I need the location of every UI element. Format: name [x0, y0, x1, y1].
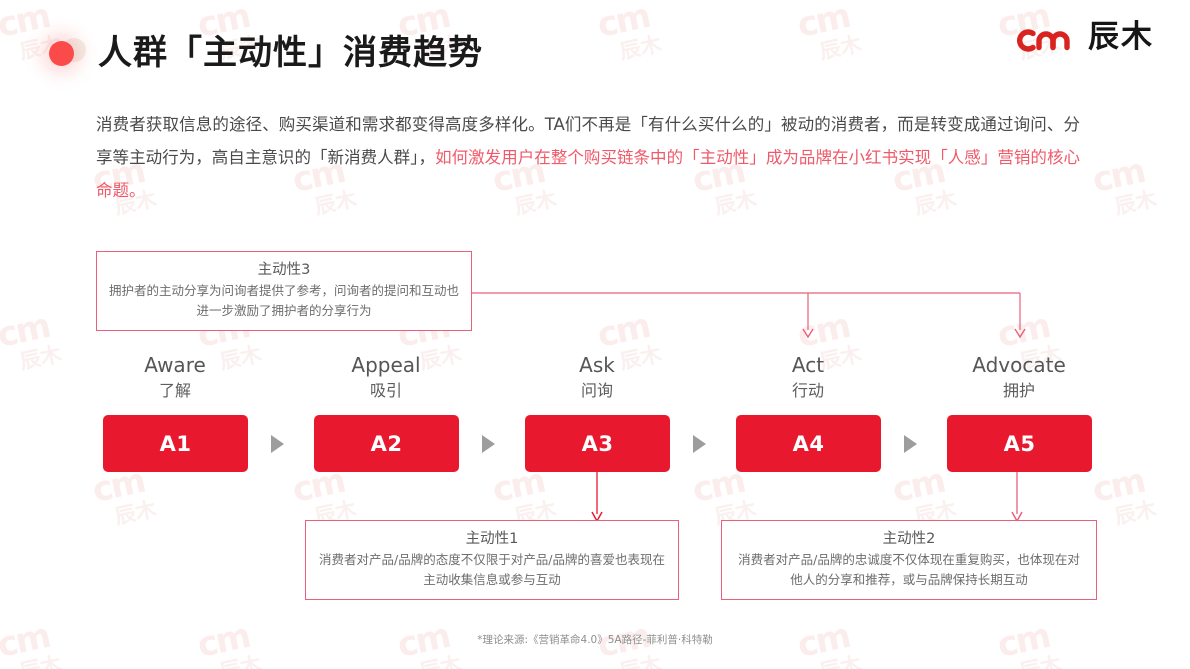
stage-box-a2[interactable]: A2: [314, 415, 459, 472]
triangle-right-icon: [693, 435, 706, 453]
cm-logo-icon: [1017, 28, 1070, 52]
stage-label-cn: 了解: [158, 381, 191, 400]
callout-box-2: 主动性2 消费者对产品/品牌的忠诚度不仅体现在重复购买，也体现在对他人的分享和推…: [721, 520, 1097, 600]
stage-label-cn: 拥护: [1002, 381, 1035, 400]
triangle-right-icon: [271, 435, 284, 453]
stage-label-appeal: Appeal 吸引: [306, 352, 466, 404]
page-title: 人群「主动性」消费趋势: [98, 33, 483, 73]
red-dot-icon: [40, 30, 86, 76]
callout-title: 主动性1: [465, 531, 519, 547]
callout-body: 拥护者的主动分享为问询者提供了参考，问询者的提问和互动也进一步激励了拥护者的分享…: [108, 283, 459, 318]
paragraph-text-plain: 消费者获取信息的途径、购买渠道和需求都变得高度多样化。TA们不再是「有什么买什么…: [96, 115, 1080, 167]
callout-body: 消费者对产品/品牌的态度不仅限于对产品/品牌的喜爱也表现在主动收集信息或参与互动: [319, 552, 665, 587]
stage-label-cn: 吸引: [369, 381, 402, 400]
stage-label-advocate: Advocate 拥护: [939, 352, 1099, 404]
stage-box-a4[interactable]: A4: [736, 415, 881, 472]
stage-box-a1[interactable]: A1: [103, 415, 248, 472]
brand-logo: 辰木: [1017, 22, 1154, 53]
paragraph-text-highlight: 如何激发用户在整个购买链条中的「主动性」成为品牌在小红书实现「人感」营销的核心命…: [96, 148, 1081, 200]
callout-box-1: 主动性1 消费者对产品/品牌的态度不仅限于对产品/品牌的喜爱也表现在主动收集信息…: [305, 520, 679, 600]
stage-label-en: Appeal: [351, 353, 421, 377]
logo-text: 辰木: [1088, 19, 1154, 55]
callout-title: 主动性2: [882, 531, 936, 547]
stage-label-en: Act: [791, 353, 825, 377]
triangle-right-icon: [904, 435, 917, 453]
stage-label-en: Ask: [579, 353, 615, 377]
stage-label-ask: Ask 问询: [517, 352, 677, 404]
stage-label-cn: 行动: [791, 381, 824, 400]
stage-label-en: Aware: [144, 353, 206, 377]
footnote: *理论来源:《营销革命4.0》5A路径-菲利普·科特勒: [477, 634, 713, 646]
page-header: 人群「主动性」消费趋势: [40, 30, 483, 76]
callout-body: 消费者对产品/品牌的忠诚度不仅体现在重复购买，也体现在对他人的分享和推荐，或与品…: [738, 552, 1080, 587]
dot-core-icon: [49, 41, 74, 66]
stage-box-a3[interactable]: A3: [525, 415, 670, 472]
triangle-right-icon: [482, 435, 495, 453]
lead-paragraph: 消费者获取信息的途径、购买渠道和需求都变得高度多样化。TA们不再是「有什么买什么…: [96, 108, 1080, 207]
callout-box-3: 主动性3 拥护者的主动分享为问询者提供了参考，问询者的提问和互动也进一步激励了拥…: [96, 251, 472, 331]
callout-title: 主动性3: [257, 262, 311, 278]
stage-box-a5[interactable]: A5: [947, 415, 1092, 472]
stage-label-en: Advocate: [972, 353, 1066, 377]
stage-label-act: Act 行动: [728, 352, 888, 404]
stage-label-cn: 问询: [580, 381, 613, 400]
stage-label-aware: Aware 了解: [95, 352, 255, 404]
